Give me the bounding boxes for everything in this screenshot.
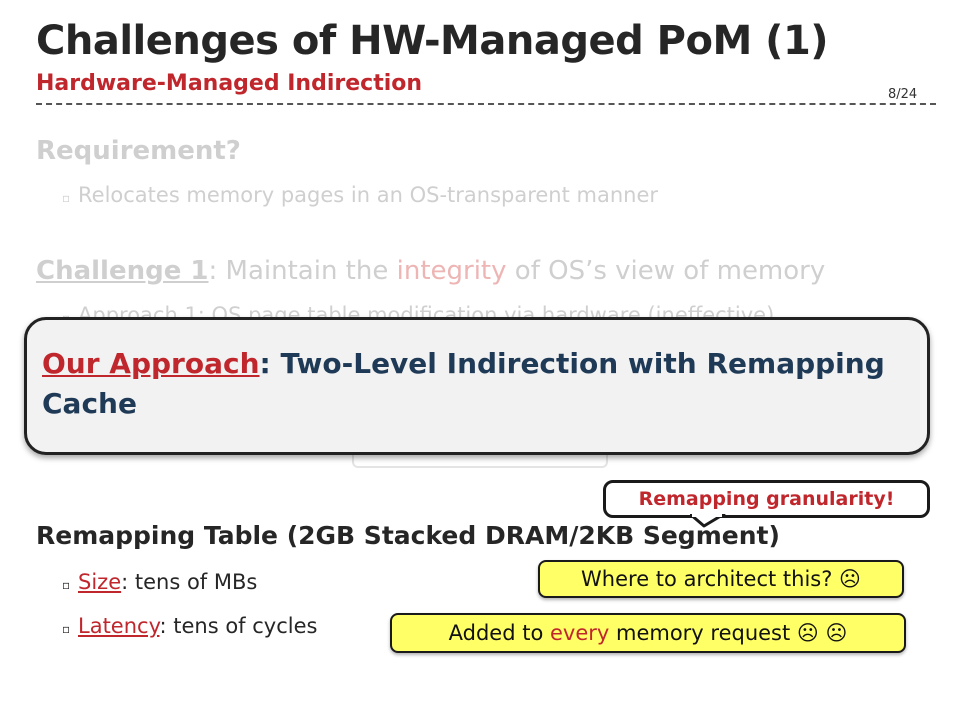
challenge-line: Challenge 1: Maintain the integrity of O… [36,256,825,286]
remapping-granularity-callout: Remapping granularity! [603,480,930,518]
latency-text: : tens of cycles [159,614,318,638]
remapping-table-heading: Remapping Table (2GB Stacked DRAM/2KB Se… [36,521,780,550]
requirement-bullet-text: Relocates memory pages in an OS-transpar… [78,183,659,207]
approach-label: Our Approach [42,347,260,380]
slide-subtitle: Hardware-Managed Indirection [36,71,423,96]
bullet-icon: ▫ [62,191,71,205]
latency-label: Latency [78,614,160,638]
added-callout-text: Added to every memory request ☹ ☹ [392,615,904,651]
remapping-item-size: ▫ Size: tens of MBs [62,570,257,594]
challenge-text-after: of OS’s view of memory [506,256,826,286]
challenge-text-before: : Maintain the [208,256,397,286]
size-text: : tens of MBs [121,570,258,594]
approach-body: : Two-Level Indirection with Remapping C… [42,347,885,420]
where-callout-text: Where to architect this? ☹ [581,567,861,591]
added-highlight: every [549,621,610,645]
challenge-label: Challenge 1 [36,256,209,286]
added-before: Added to [448,621,550,645]
page-number: 8/24 [888,87,918,102]
size-label: Size [78,570,122,594]
remapping-item-latency: ▫ Latency: tens of cycles [62,614,317,638]
approach-popup [24,317,930,455]
remapping-granularity-text: Remapping granularity! [638,488,895,510]
bullet-icon: ▫ [62,578,71,592]
callout-pointer-icon [690,514,726,528]
title-divider [36,103,936,105]
bullet-icon: ▫ [62,622,71,636]
slide-title: Challenges of HW-Managed PoM (1) [36,18,829,64]
requirement-bullet: ▫ Relocates memory pages in an OS-transpa… [62,183,658,207]
approach-text: Our Approach: Two-Level Indirection with… [42,344,902,424]
challenge-highlight: integrity [396,256,507,286]
added-after: memory request ☹ ☹ [609,621,848,645]
where-callout: Where to architect this? ☹ [538,560,904,598]
requirement-heading: Requirement? [36,136,241,166]
added-callout: Added to every memory request ☹ ☹ [390,613,906,653]
